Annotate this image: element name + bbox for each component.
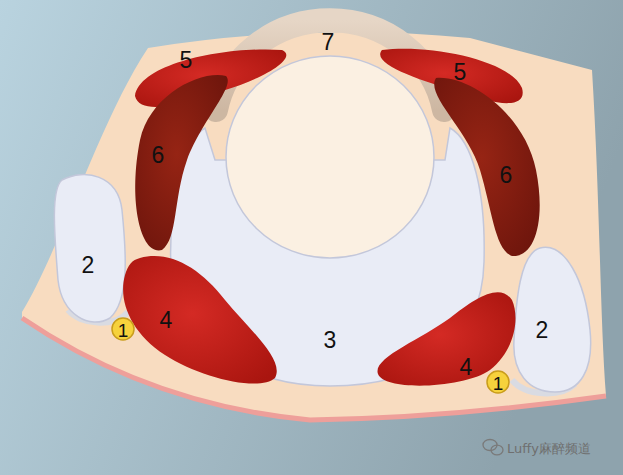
- callout-number: 5: [180, 49, 193, 72]
- wechat-icon: [483, 440, 503, 455]
- callout-number: 5: [454, 61, 467, 84]
- callout-number: 6: [500, 164, 513, 187]
- callout-number: 4: [160, 309, 173, 332]
- callout-number: 4: [460, 356, 473, 379]
- callout-number: 3: [324, 329, 337, 352]
- callout-number: 2: [82, 254, 95, 277]
- callout-number: 6: [152, 144, 165, 167]
- callout-number: 7: [322, 31, 335, 54]
- callout-number: 2: [536, 319, 549, 342]
- watermark-text: Luffy麻醉频道: [507, 442, 591, 455]
- callout-number: 1: [118, 321, 129, 340]
- callout-number: 1: [493, 374, 504, 393]
